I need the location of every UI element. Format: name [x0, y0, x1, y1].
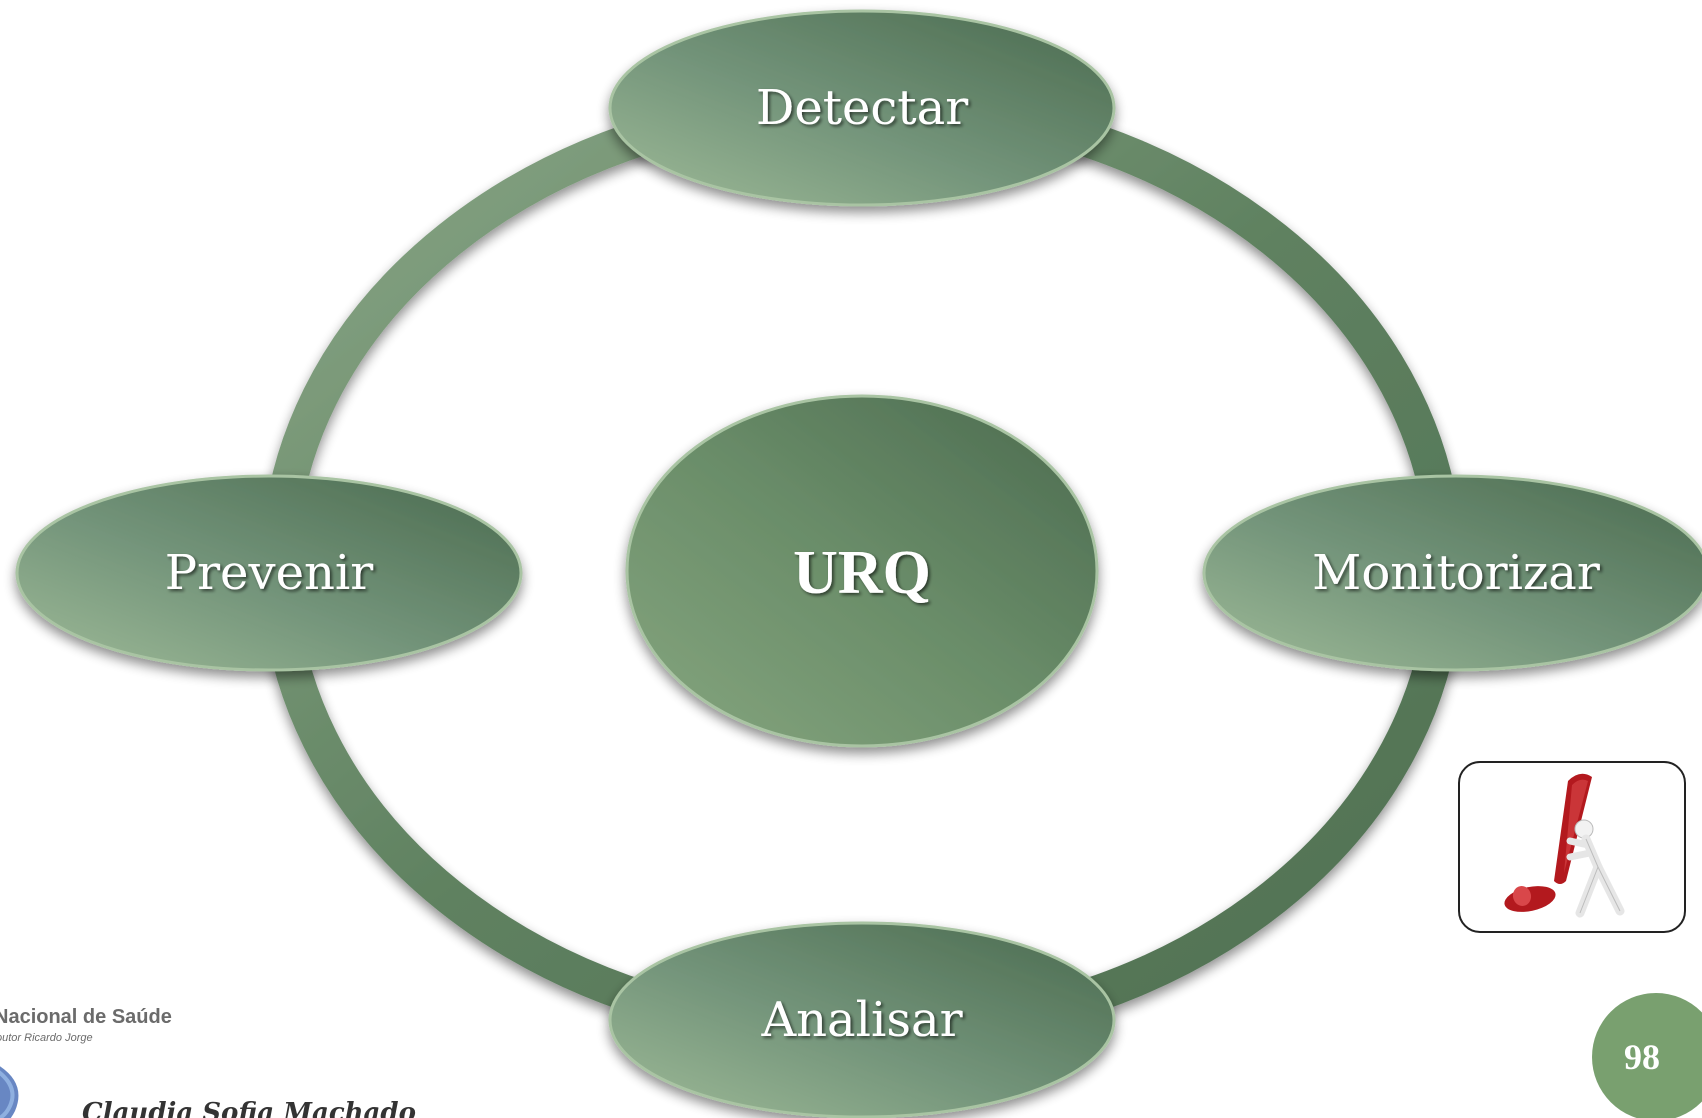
node-label-detectar: Detectar [756, 80, 968, 136]
institution-logo: Nacional de Saúde outor Ricardo Jorge Cl… [0, 1006, 420, 1118]
node-label-analisar: Analisar [760, 992, 962, 1048]
figure-pushing-exclamation-icon [1504, 773, 1625, 918]
page-number-badge: 98 [1592, 993, 1702, 1118]
exclamation-illustration [1458, 761, 1686, 933]
center-node: URQ [625, 394, 1099, 748]
node-detectar: Detectar [608, 9, 1116, 207]
logo-text-line2: outor Ricardo Jorge [0, 1032, 93, 1044]
author-signature: Claudia Sofia Machado [82, 1098, 416, 1118]
logo-text-line1: Nacional de Saúde [0, 1006, 172, 1028]
node-label-monitorizar: Monitorizar [1312, 545, 1600, 601]
logo-swirl-icon [0, 1066, 19, 1118]
node-prevenir: Prevenir [15, 474, 523, 672]
node-analisar: Analisar [608, 921, 1116, 1118]
center-label: URQ [793, 539, 931, 607]
node-monitorizar: Monitorizar [1202, 474, 1702, 672]
node-label-prevenir: Prevenir [165, 545, 373, 601]
page-number: 98 [1624, 1037, 1660, 1077]
